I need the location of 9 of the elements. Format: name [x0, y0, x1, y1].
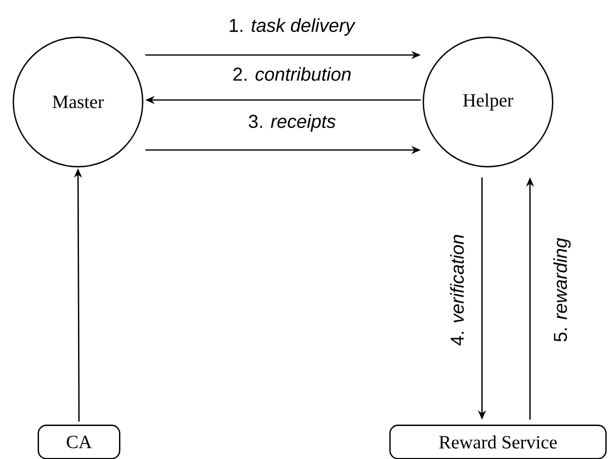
edge-label: 5. rewarding	[552, 236, 572, 344]
circle-node: Helper	[422, 36, 554, 168]
edge-label: 1. task delivery	[227, 16, 357, 38]
service-box: CA	[38, 424, 120, 459]
edge-label: 4. verification	[448, 232, 466, 348]
edge-label: 2. contribution	[231, 66, 353, 82]
edge-label: 3. receipts	[246, 112, 338, 134]
circle-node: Master	[12, 36, 144, 168]
service-box: Reward Service	[389, 424, 607, 459]
